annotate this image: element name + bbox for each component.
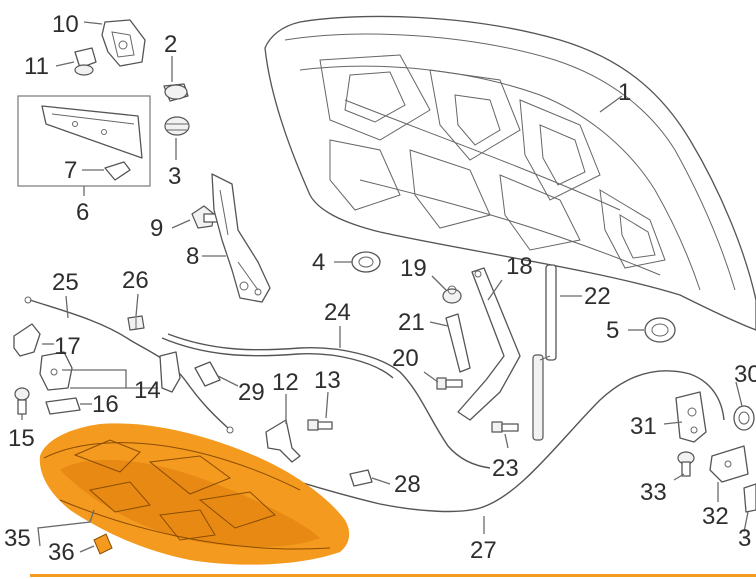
callout-35: 35: [4, 525, 31, 552]
callout-16: 16: [92, 391, 119, 418]
callout-28: 28: [394, 471, 421, 498]
callout-2: 2: [164, 31, 177, 58]
callout-11: 11: [24, 53, 49, 80]
leader-lines: [21, 21, 749, 553]
callout-12: 12: [272, 369, 299, 396]
callout-7: 7: [64, 157, 77, 184]
cable-guide[interactable]: [194, 361, 221, 387]
callout-9: 9: [150, 215, 163, 242]
insulator-clip-highlighted[interactable]: [93, 533, 113, 555]
callout-18: 18: [506, 253, 533, 280]
callout-20: 20: [392, 345, 419, 372]
striker-plate[interactable]: [743, 483, 756, 513]
callout-3: 3: [168, 163, 181, 190]
mount-bracket[interactable]: [265, 419, 301, 463]
callout-15: 15: [8, 425, 35, 452]
trim-strip[interactable]: [445, 313, 471, 373]
push-clip[interactable]: [127, 315, 145, 331]
release-cable-upper[interactable]: [161, 333, 491, 469]
hood-panel[interactable]: [264, 15, 756, 331]
callout-36: 36: [48, 539, 75, 566]
callout-34: 3: [738, 525, 751, 552]
callout-10: 10: [52, 11, 79, 38]
callout-6: 6: [76, 199, 89, 226]
latch-grommet[interactable]: [733, 405, 755, 431]
release-handle[interactable]: [13, 323, 41, 357]
adjust-bumper[interactable]: [164, 116, 190, 136]
callout-22: 22: [584, 283, 611, 310]
latch-handle[interactable]: [45, 397, 81, 415]
callout-32: 32: [702, 503, 729, 530]
release-cable-lower[interactable]: [24, 296, 234, 434]
callout-29: 29: [238, 379, 265, 406]
callout-27: 27: [470, 537, 497, 564]
rubber-buffer[interactable]: [163, 83, 189, 102]
callout-19: 19: [400, 255, 427, 282]
access-plug[interactable]: [644, 317, 676, 343]
callout-30: 30: [734, 361, 756, 388]
bottom-accent-bar: [30, 574, 756, 577]
gas-strut[interactable]: [532, 264, 557, 441]
callout-8: 8: [186, 243, 199, 270]
callout-21: 21: [398, 309, 425, 336]
callout-1: 1: [618, 79, 631, 106]
handle-bracket[interactable]: [39, 351, 73, 391]
callout-17: 17: [54, 333, 81, 360]
mount-screw[interactable]: [307, 419, 333, 431]
latch-bracket[interactable]: [709, 445, 749, 483]
support-rod[interactable]: [457, 267, 521, 421]
hood-insulator-highlighted[interactable]: [39, 423, 350, 565]
hood-grommet[interactable]: [351, 251, 381, 273]
callout-31: 31: [630, 413, 657, 440]
seal-clip[interactable]: [104, 161, 131, 181]
hex-screw[interactable]: [491, 421, 519, 433]
callout-24: 24: [324, 299, 351, 326]
hood-hinge[interactable]: [211, 173, 271, 303]
ball-stud[interactable]: [442, 285, 462, 304]
bumper-stop[interactable]: [74, 47, 97, 76]
hood-latch[interactable]: [675, 391, 707, 443]
callout-14: 14: [134, 377, 161, 404]
callout-13: 13: [314, 367, 341, 394]
pivot-bolt[interactable]: [436, 377, 463, 390]
callout-25: 25: [52, 269, 79, 296]
cable-connector[interactable]: [159, 351, 181, 393]
latch-bolt[interactable]: [677, 451, 695, 477]
bracket-bolt[interactable]: [14, 387, 30, 415]
seal-strip[interactable]: [41, 105, 143, 159]
callout-26: 26: [122, 267, 149, 294]
cable-clip[interactable]: [349, 469, 373, 487]
callout-5: 5: [606, 317, 619, 344]
callout-23: 23: [492, 455, 519, 482]
callout-33: 33: [640, 479, 667, 506]
callout-labels: 1 2 3 4 5 6 7 8 9 10 11 12 13 14 15 16 1…: [4, 11, 756, 566]
callout-4: 4: [312, 249, 325, 276]
hood-hinge-bracket[interactable]: [101, 19, 146, 67]
